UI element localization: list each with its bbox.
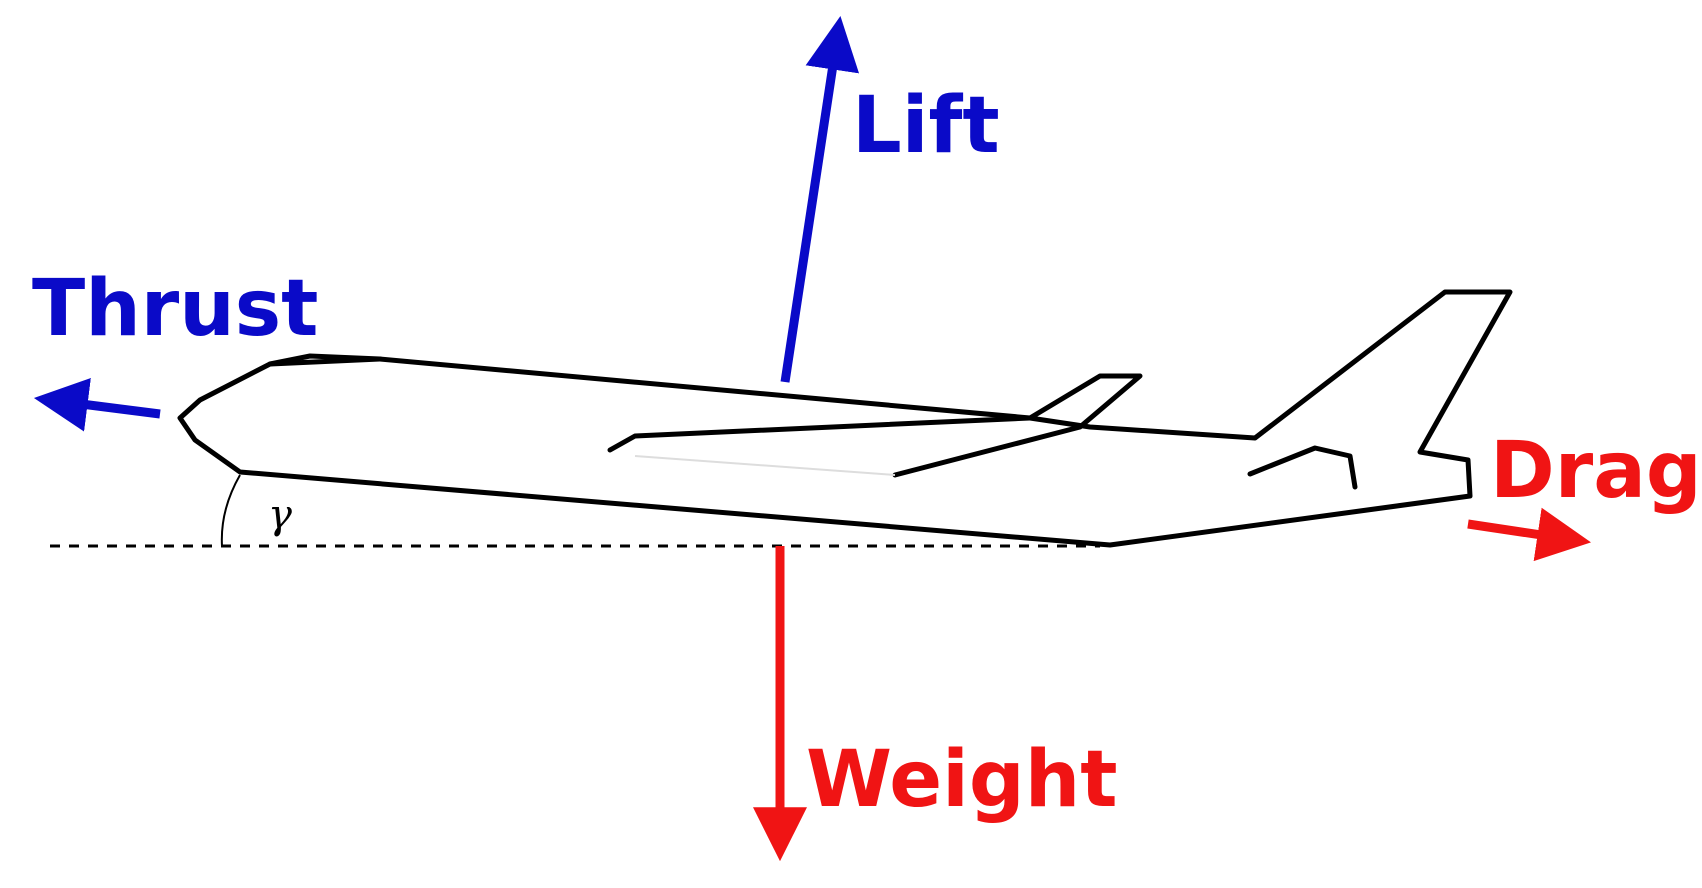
main-wing [607, 373, 1143, 478]
lift-arrow [780, 15, 860, 383]
thrust-label: Thrust [32, 264, 318, 354]
lift-label: Lift [852, 81, 1000, 171]
wing-root-line [634, 455, 896, 476]
horizontal-stabilizer [1247, 445, 1358, 490]
weight-label: Weight [806, 735, 1118, 825]
drag-label: Drag [1490, 426, 1702, 516]
thrust-arrow [33, 377, 161, 432]
fuselage [177, 289, 1513, 548]
airplane-outline [177, 289, 1513, 548]
angle-label: γ [268, 492, 292, 538]
cockpit-line [267, 356, 383, 367]
drag-arrow [1467, 507, 1592, 562]
angle-arc [220, 474, 241, 547]
